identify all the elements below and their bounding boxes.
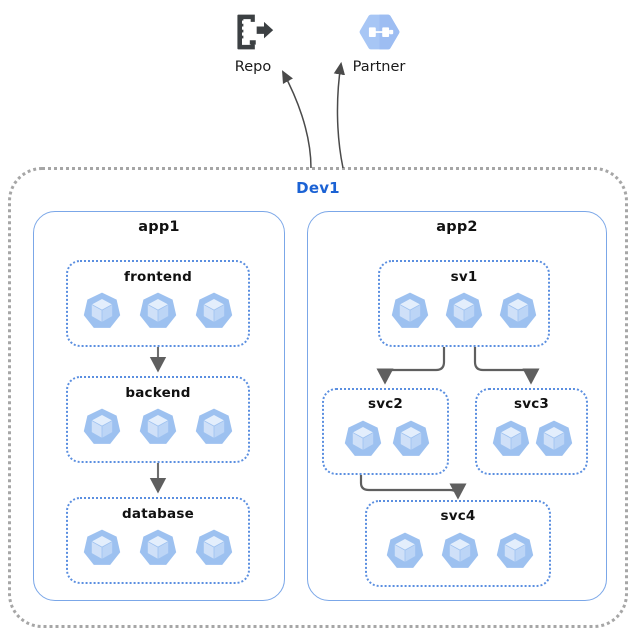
service-group-label: svc2	[367, 396, 404, 412]
pod-icon[interactable]	[82, 528, 122, 570]
pod-icon[interactable]	[534, 419, 574, 461]
pod-icon[interactable]	[385, 531, 425, 573]
external-node-partner[interactable]: Partner	[324, 8, 434, 76]
service-group-label: sv1	[450, 269, 478, 285]
hexagon-partner-icon	[324, 8, 434, 56]
app-cluster-app1[interactable]	[33, 211, 285, 601]
service-group-backend[interactable]	[66, 376, 250, 463]
pod-icon[interactable]	[138, 291, 178, 333]
external-node-label: Repo	[234, 59, 272, 75]
repository-icon	[198, 8, 308, 56]
pod-icon[interactable]	[194, 291, 234, 333]
environment-boundary-dev1[interactable]	[8, 167, 628, 628]
connector-dev1-repo	[282, 70, 312, 169]
service-group-label: backend	[125, 385, 191, 401]
service-group-svc2[interactable]	[322, 388, 449, 475]
pod-icon[interactable]	[138, 407, 178, 449]
pod-icon[interactable]	[495, 531, 535, 573]
app-cluster-label: app1	[138, 219, 180, 235]
pod-icon[interactable]	[498, 291, 538, 333]
service-group-database[interactable]	[66, 497, 250, 584]
service-group-frontend[interactable]	[66, 260, 250, 347]
service-group-svc4[interactable]	[365, 500, 551, 587]
pod-icon[interactable]	[194, 407, 234, 449]
service-group-label: frontend	[124, 269, 192, 285]
pod-icon[interactable]	[194, 528, 234, 570]
pod-icon[interactable]	[82, 291, 122, 333]
pod-icon[interactable]	[440, 531, 480, 573]
environment-label: Dev1	[296, 179, 340, 197]
app-cluster-app2[interactable]	[307, 211, 607, 601]
service-group-sv1[interactable]	[378, 260, 550, 347]
connector-dev1-partner	[333, 61, 346, 169]
service-group-label: svc3	[513, 396, 550, 412]
external-node-label: Partner	[352, 59, 406, 75]
app-cluster-label: app2	[436, 219, 478, 235]
pod-icon[interactable]	[138, 528, 178, 570]
service-group-label: database	[122, 506, 194, 522]
service-group-label: svc4	[440, 508, 476, 524]
pod-icon[interactable]	[390, 291, 430, 333]
service-group-svc3[interactable]	[475, 388, 588, 475]
pod-icon[interactable]	[491, 419, 531, 461]
pod-icon[interactable]	[391, 419, 431, 461]
external-node-repo[interactable]: Repo	[198, 8, 308, 76]
pod-icon[interactable]	[444, 291, 484, 333]
pod-icon[interactable]	[343, 419, 383, 461]
pod-icon[interactable]	[82, 407, 122, 449]
